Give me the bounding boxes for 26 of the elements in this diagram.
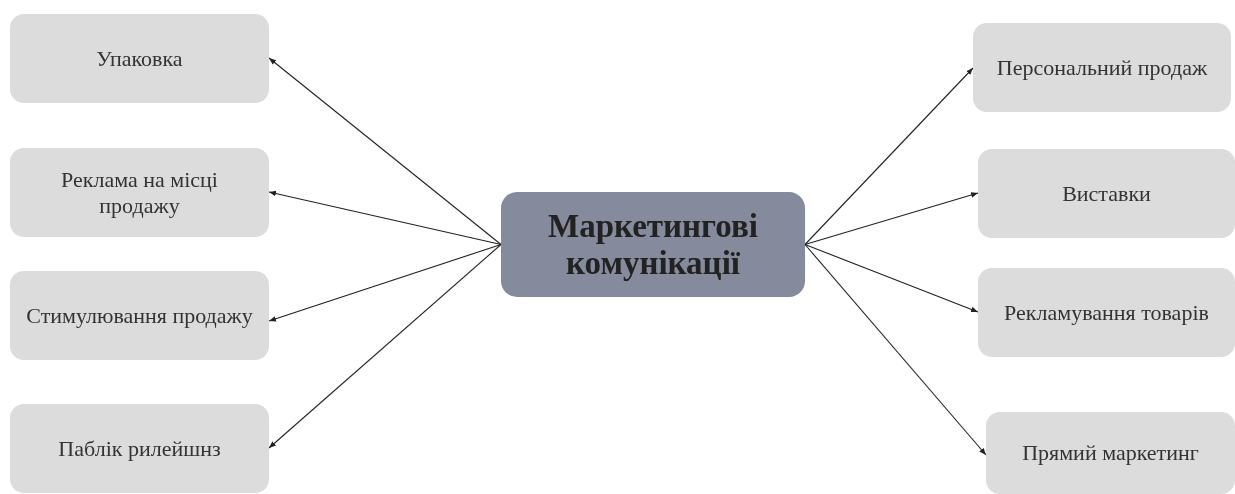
topic-box — [10, 148, 269, 237]
arrow — [804, 243, 979, 313]
topic-box — [978, 268, 1235, 357]
topic-box — [978, 149, 1235, 238]
topic-box — [10, 271, 269, 360]
arrow — [804, 67, 974, 246]
arrow — [804, 243, 987, 456]
topic-label: Виставки — [1061, 180, 1152, 207]
central-topic-box — [501, 192, 805, 297]
arrow — [804, 192, 979, 246]
arrow — [268, 243, 502, 449]
topic-box — [973, 23, 1231, 112]
topic-label: Реклама на місці продажу — [60, 167, 219, 218]
topic-label: Стимулювання продажу — [25, 302, 254, 329]
topic-box — [986, 412, 1235, 494]
topic-box — [10, 404, 269, 493]
topic-label: Паблік рилейшнз — [57, 435, 222, 462]
central-topic-label: Маркетингові комунікації — [547, 208, 759, 281]
arrow — [268, 243, 502, 322]
topic-label: Прямий маркетинг — [1021, 440, 1200, 466]
arrow — [268, 57, 502, 246]
topic-label: Персональний продаж — [995, 54, 1209, 81]
topic-label: Рекламування товарів — [1003, 299, 1210, 326]
topic-box — [10, 14, 269, 103]
topic-label: Упаковка — [95, 45, 184, 72]
arrow — [268, 190, 502, 246]
